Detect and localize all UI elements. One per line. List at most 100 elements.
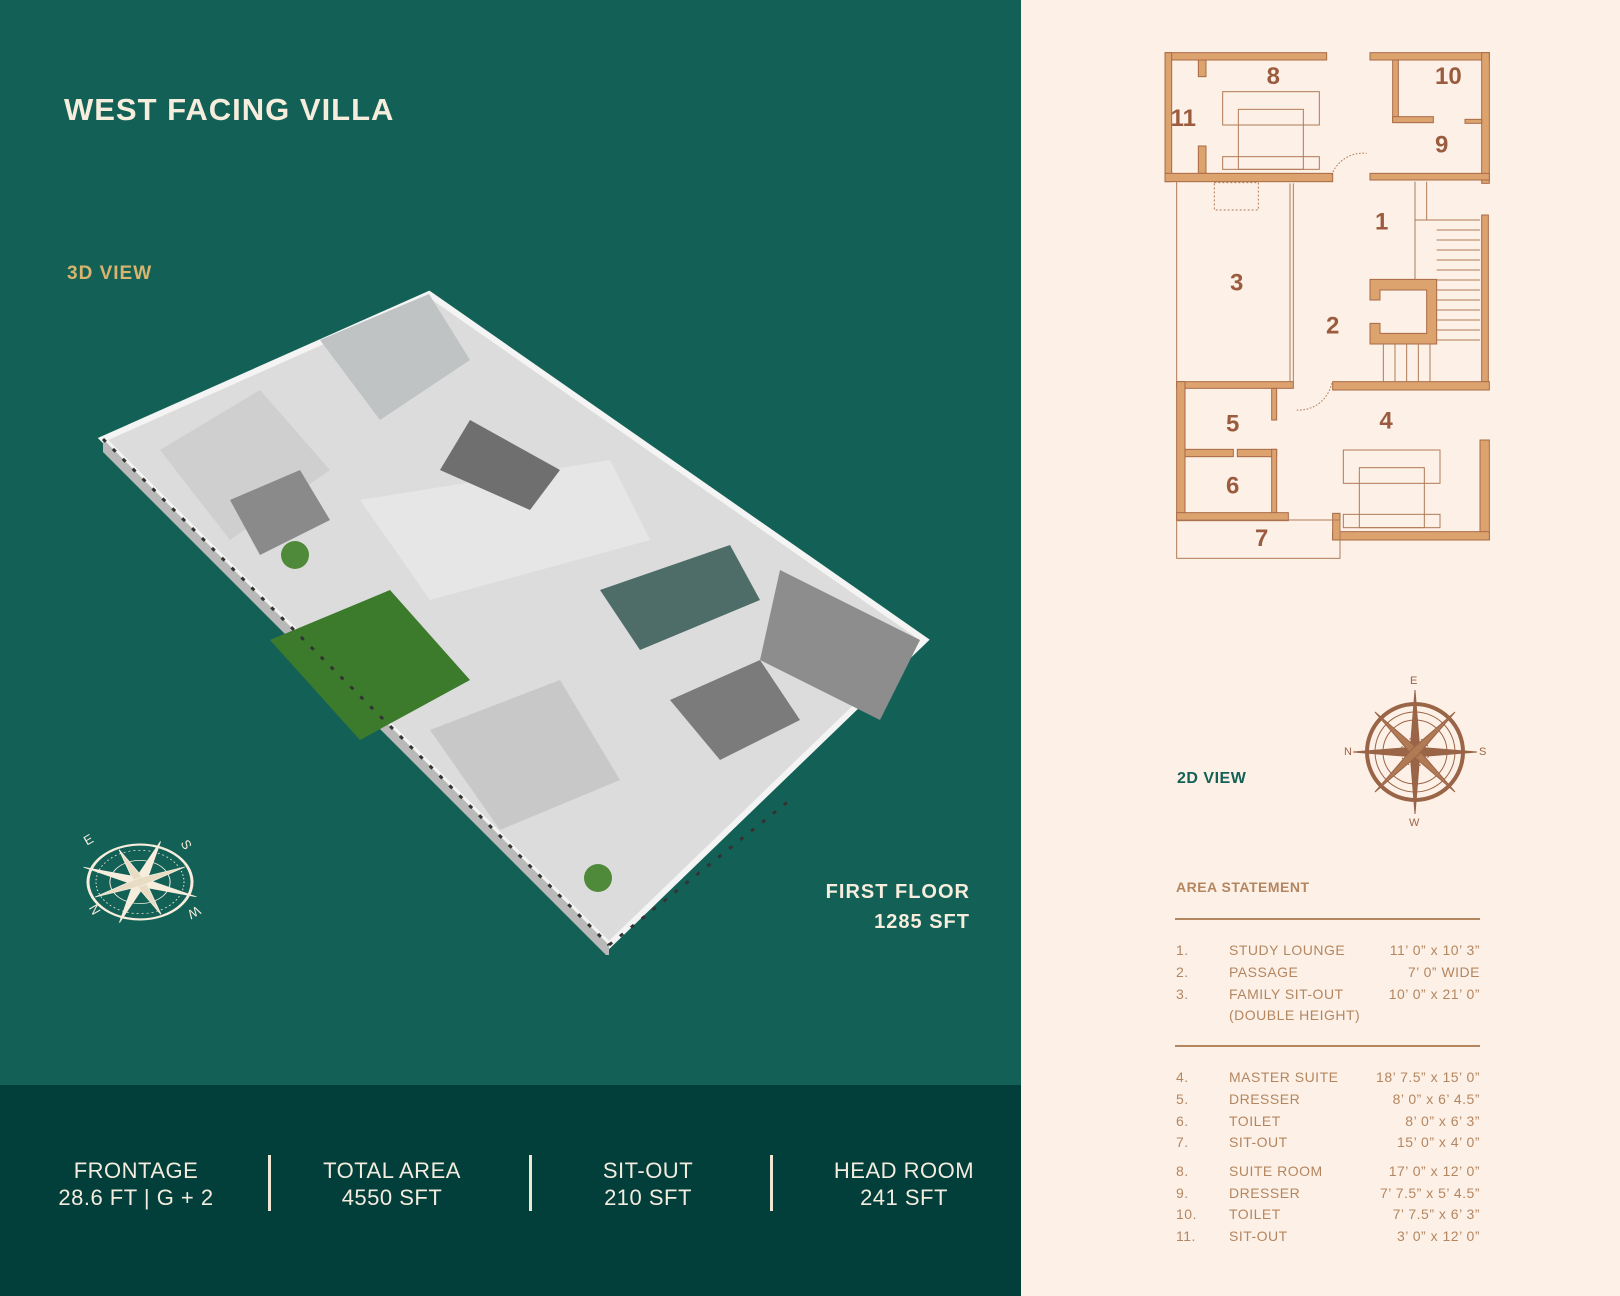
row-number: 11.	[1176, 1228, 1196, 1244]
row-dim: 7’ 7.5” x 6’ 3”	[1392, 1206, 1480, 1222]
row-number: 4.	[1176, 1069, 1189, 1085]
floor-area: 1285 SFT	[874, 911, 970, 933]
row-name: TOILET	[1229, 1113, 1281, 1129]
row-name: (DOUBLE HEIGHT)	[1229, 1007, 1361, 1023]
area-row: 10. TOILET 7’ 7.5” x 6’ 3”	[1176, 1206, 1480, 1227]
row-dim: 17’ 0” x 12’ 0”	[1388, 1163, 1480, 1179]
plan-number-1: 1	[1375, 208, 1388, 235]
row-dim: 3’ 0” x 12’ 0”	[1397, 1228, 1480, 1244]
row-name: FAMILY SIT-OUT	[1229, 986, 1344, 1002]
compass-2d: E N S W	[1340, 672, 1490, 832]
stats-bar	[0, 1085, 1021, 1296]
stat-value: 210 SFT	[604, 1185, 692, 1210]
compass-e: E	[1410, 675, 1418, 687]
row-number: 2.	[1176, 964, 1189, 980]
stat-label: TOTAL AREA	[323, 1158, 461, 1183]
plant	[584, 864, 612, 892]
row-number: 9.	[1176, 1185, 1189, 1201]
row-name: SUITE ROOM	[1229, 1163, 1323, 1179]
row-dim: 15’ 0” x 4’ 0”	[1397, 1134, 1480, 1150]
row-name: TOILET	[1229, 1206, 1281, 1222]
stat-label: HEAD ROOM	[833, 1158, 975, 1183]
floor-info: FIRST FLOOR 1285 SFT	[826, 877, 970, 937]
area-row: 5. DRESSER 8’ 0” x 6’ 4.5”	[1176, 1091, 1480, 1112]
compass-w: W	[1409, 817, 1420, 829]
row-number: 5.	[1176, 1091, 1189, 1107]
plan-number-11: 11	[1171, 105, 1196, 132]
wardrobe	[760, 570, 920, 720]
row-dim: 18’ 7.5” x 15’ 0”	[1376, 1069, 1480, 1085]
plan-number-5: 5	[1226, 411, 1239, 438]
row-dim: 11’ 0” x 10’ 3”	[1389, 942, 1480, 958]
row-number: 7.	[1176, 1134, 1189, 1150]
area-row: (DOUBLE HEIGHT)	[1176, 1007, 1480, 1028]
toilet-room	[320, 294, 470, 420]
stat-value: 28.6 FT | G + 2	[58, 1185, 214, 1210]
row-number: 3.	[1176, 986, 1189, 1002]
row-number: 10.	[1176, 1206, 1197, 1222]
divider	[268, 1155, 271, 1211]
plan-number-4: 4	[1379, 407, 1393, 434]
area-row: 7. SIT-OUT 15’ 0” x 4’ 0”	[1176, 1134, 1480, 1155]
compass-rose-icon	[1352, 689, 1478, 815]
right-panel	[1021, 0, 1620, 1296]
floor-name: FIRST FLOOR	[825, 881, 970, 903]
area-statement-heading: AREA STATEMENT	[1176, 879, 1310, 895]
page-title: WEST FACING VILLA	[64, 92, 395, 127]
divider	[529, 1155, 532, 1211]
suite-room	[160, 390, 330, 540]
row-number: 1.	[1176, 942, 1189, 958]
staircase	[440, 420, 560, 510]
tv-wall	[600, 545, 760, 650]
area-row: 11. SIT-OUT 3’ 0” x 12’ 0”	[1176, 1228, 1480, 1249]
3d-view-label: 3D VIEW	[67, 263, 153, 284]
row-name: DRESSER	[1229, 1091, 1301, 1107]
compass-n: N	[1344, 746, 1352, 758]
plan-number-7: 7	[1255, 525, 1268, 552]
stat-value: 4550 SFT	[341, 1185, 443, 1210]
row-name: STUDY LOUNGE	[1229, 942, 1346, 958]
row-dim: 7’ 0” WIDE	[1407, 964, 1480, 980]
divider	[1175, 918, 1480, 920]
passage	[360, 460, 650, 600]
area-row: 9. DRESSER 7’ 7.5” x 5’ 4.5”	[1176, 1185, 1480, 1206]
plan-number-8: 8	[1267, 63, 1280, 90]
plan-number-2: 2	[1326, 312, 1339, 339]
area-row: 1. STUDY LOUNGE 11’ 0” x 10’ 3”	[1176, 942, 1480, 963]
row-number: 6.	[1176, 1113, 1189, 1129]
plan-number-9: 9	[1435, 132, 1448, 159]
compass-3d: E S W N	[60, 820, 220, 945]
stat-label: SIT-OUT	[602, 1158, 694, 1183]
row-dim: 8’ 0” x 6’ 4.5”	[1392, 1091, 1480, 1107]
3d-floor-render	[97, 290, 930, 955]
row-dim: 8’ 0” x 6’ 3”	[1405, 1113, 1480, 1129]
plan-number-10: 10	[1435, 63, 1462, 90]
row-dim: 10’ 0” x 21’ 0”	[1388, 986, 1480, 1002]
row-name: SIT-OUT	[1229, 1134, 1288, 1150]
plan-number-6: 6	[1226, 472, 1239, 499]
stat-label: FRONTAGE	[73, 1158, 199, 1183]
area-row: 6. TOILET 8’ 0” x 6’ 3”	[1176, 1113, 1480, 1134]
grass-garden	[270, 590, 470, 740]
row-name: PASSAGE	[1229, 964, 1299, 980]
row-name: MASTER SUITE	[1229, 1069, 1339, 1085]
row-name: SIT-OUT	[1229, 1228, 1288, 1244]
railing-front	[608, 798, 791, 947]
compass-rose-icon	[83, 841, 197, 923]
area-row: 3. FAMILY SIT-OUT 10’ 0” x 21’ 0”	[1176, 986, 1480, 1007]
stat-value: 241 SFT	[860, 1185, 948, 1210]
toilet-lower	[430, 680, 620, 830]
divider	[770, 1155, 773, 1211]
plan-number-3: 3	[1230, 270, 1243, 297]
row-dim: 7’ 7.5” x 5’ 4.5”	[1379, 1185, 1480, 1201]
plant	[281, 541, 309, 569]
row-name: DRESSER	[1229, 1185, 1301, 1201]
bed	[230, 470, 330, 555]
area-row: 4. MASTER SUITE 18’ 7.5” x 15’ 0”	[1176, 1069, 1480, 1090]
divider	[1175, 1045, 1480, 1047]
